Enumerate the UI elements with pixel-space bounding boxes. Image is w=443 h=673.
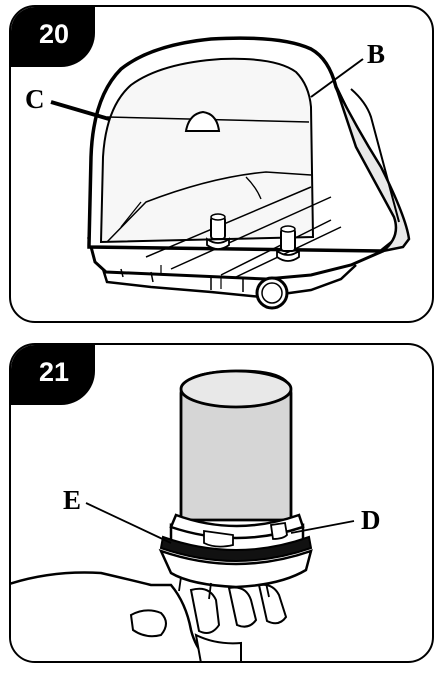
hand xyxy=(11,571,211,661)
leader-line-b xyxy=(310,58,364,98)
leader-line-c xyxy=(50,100,110,121)
leader-line-e xyxy=(85,502,172,544)
step-number-badge: 21 xyxy=(11,345,95,405)
step-20-panel: 20 B C xyxy=(9,5,434,323)
step-number-badge: 20 xyxy=(11,7,95,67)
water-filter-illustration xyxy=(11,369,355,661)
label-c: C xyxy=(25,84,45,114)
valve-post-right xyxy=(276,225,300,262)
o-ring-e xyxy=(159,535,313,562)
label-b: B xyxy=(367,39,386,69)
valve-post-left xyxy=(206,213,230,250)
humidifier-base-illustration xyxy=(50,36,411,310)
float-dome xyxy=(184,110,221,132)
label-e: E xyxy=(63,485,82,515)
label-d: D xyxy=(361,505,381,535)
step-21-panel: 21 E D xyxy=(9,343,434,663)
leader-line-d xyxy=(290,520,355,534)
